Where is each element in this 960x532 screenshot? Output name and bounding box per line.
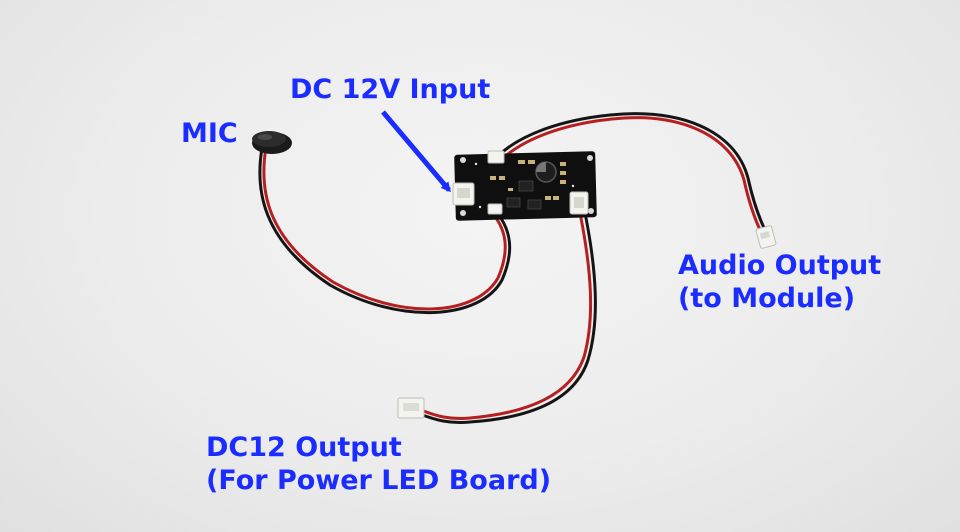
audio-output-label: Audio Output (to Module) xyxy=(678,250,881,316)
microphone-capsule xyxy=(252,131,292,154)
mic-label: MIC xyxy=(181,118,238,149)
audio-output-label-line1: Audio Output xyxy=(678,250,882,281)
dc-output-label: DC12 Output (For Power LED Board) xyxy=(206,432,551,498)
dc12-output-connector xyxy=(397,397,425,419)
dc-output-label-line1: DC12 Output xyxy=(206,432,402,463)
dc-output-label-line2: (For Power LED Board) xyxy=(206,464,552,496)
audio-output-cable xyxy=(496,112,768,236)
audio-output-label-line2: (to Module) xyxy=(678,282,856,314)
dc12-output-cable xyxy=(418,216,597,424)
dc-input-label: DC 12V Input xyxy=(290,74,491,105)
audio-output-connector xyxy=(755,225,777,249)
pcb-board xyxy=(452,150,597,221)
mic-cable xyxy=(258,145,512,315)
dc-input-arrow xyxy=(381,110,451,193)
